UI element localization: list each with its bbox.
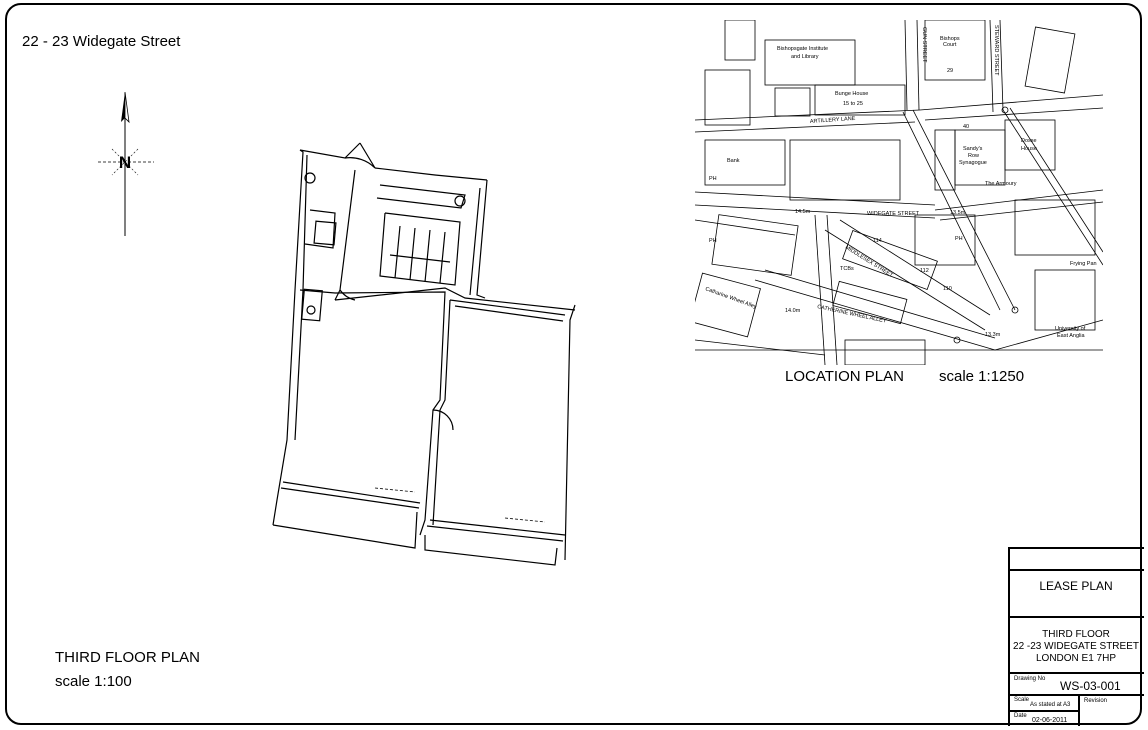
map-label-level1: 14.5m xyxy=(795,209,811,215)
floor-plan-scale: scale 1:100 xyxy=(55,673,132,690)
description-line-2: 22 -23 WIDEGATE STREET xyxy=(1013,641,1139,652)
map-label-steward-street: STEWARD STREET xyxy=(993,25,999,76)
map-label-bunge-range: 15 to 25 xyxy=(843,101,863,107)
date-label: Date xyxy=(1014,713,1027,719)
map-label-sandys: Sandy's xyxy=(963,146,983,152)
map-label-40: 40 xyxy=(963,124,969,130)
site-address: 22 - 23 Widegate Street xyxy=(22,33,181,50)
scale-label: Scale xyxy=(1014,697,1030,703)
revision-label: Revision xyxy=(1084,698,1108,704)
map-label-row: Row xyxy=(968,153,979,159)
map-label-bunge: Bunge House xyxy=(835,91,868,97)
description-line-3: LONDON E1 7HP xyxy=(1035,653,1117,664)
location-plan-title: LOCATION PLAN xyxy=(785,368,904,385)
lease-plan-label: LEASE PLAN xyxy=(1039,579,1113,593)
scale-value: As stated at A3 xyxy=(1030,702,1071,708)
map-label-bishopsgate: Bishopsgate Institute xyxy=(777,46,828,52)
map-label-29: 29 xyxy=(947,68,953,74)
map-label-university: University of xyxy=(1055,326,1086,332)
north-letter: N xyxy=(119,153,131,172)
map-label-gun-street: GUN STREET xyxy=(921,27,927,63)
map-label-ph2: PH xyxy=(709,238,717,244)
map-label-114: 114 xyxy=(873,238,882,244)
map-label-house: House xyxy=(1021,146,1037,152)
drawing-no-label: Drawing No xyxy=(1014,676,1046,682)
drawing-number: WS-03-001 xyxy=(1060,679,1121,693)
map-label-110: 110 xyxy=(943,286,952,292)
map-label-artillery: ARTILLERY LANE xyxy=(810,116,856,125)
map-label-frying-pan: Frying Pan xyxy=(1070,261,1097,267)
map-label-east-anglia: East Anglia xyxy=(1057,333,1085,339)
third-floor-plan-drawing xyxy=(272,142,576,566)
map-label-ph1: PH xyxy=(709,176,717,182)
location-plan-map: Bishopsgate Institute and Library Bishop… xyxy=(695,20,1103,365)
map-label-armoury: The Armoury xyxy=(985,181,1017,187)
floor-plan-title: THIRD FLOOR PLAN xyxy=(55,649,201,666)
description-line-1: THIRD FLOOR xyxy=(1042,629,1110,640)
map-label-widegate: WIDEGATE STREET xyxy=(867,211,920,217)
map-label-level4: 13.5m xyxy=(950,210,966,216)
map-label-112: 112 xyxy=(920,268,929,274)
drawing-sheet-border xyxy=(5,3,1142,725)
map-label-catharine: Catharine Wheel Alley xyxy=(704,286,757,310)
map-label-dosse: Dosse xyxy=(1021,138,1037,144)
map-label-level3: 13.3m xyxy=(985,332,1001,338)
map-label-tcb: TCBs xyxy=(840,266,854,272)
north-arrow-icon: N xyxy=(98,91,154,236)
map-label-bank: Bank xyxy=(727,158,740,164)
map-label-level2: 14.0m xyxy=(785,308,801,314)
map-label-ph3: PH xyxy=(955,236,963,242)
map-label-catherine: CATHERINE WHEEL ALLEY xyxy=(817,304,888,325)
map-label-bishops: Bishops xyxy=(940,36,960,42)
date-value: 02-06-2011 xyxy=(1032,717,1068,724)
map-label-library: and Library xyxy=(791,54,819,60)
map-label-synagogue: Synagogue xyxy=(959,160,987,166)
title-block: LEASE PLAN THIRD FLOOR 22 -23 WIDEGATE S… xyxy=(1008,547,1144,726)
location-plan-scale: scale 1:1250 xyxy=(939,368,1025,385)
map-label-court: Court xyxy=(943,42,957,48)
